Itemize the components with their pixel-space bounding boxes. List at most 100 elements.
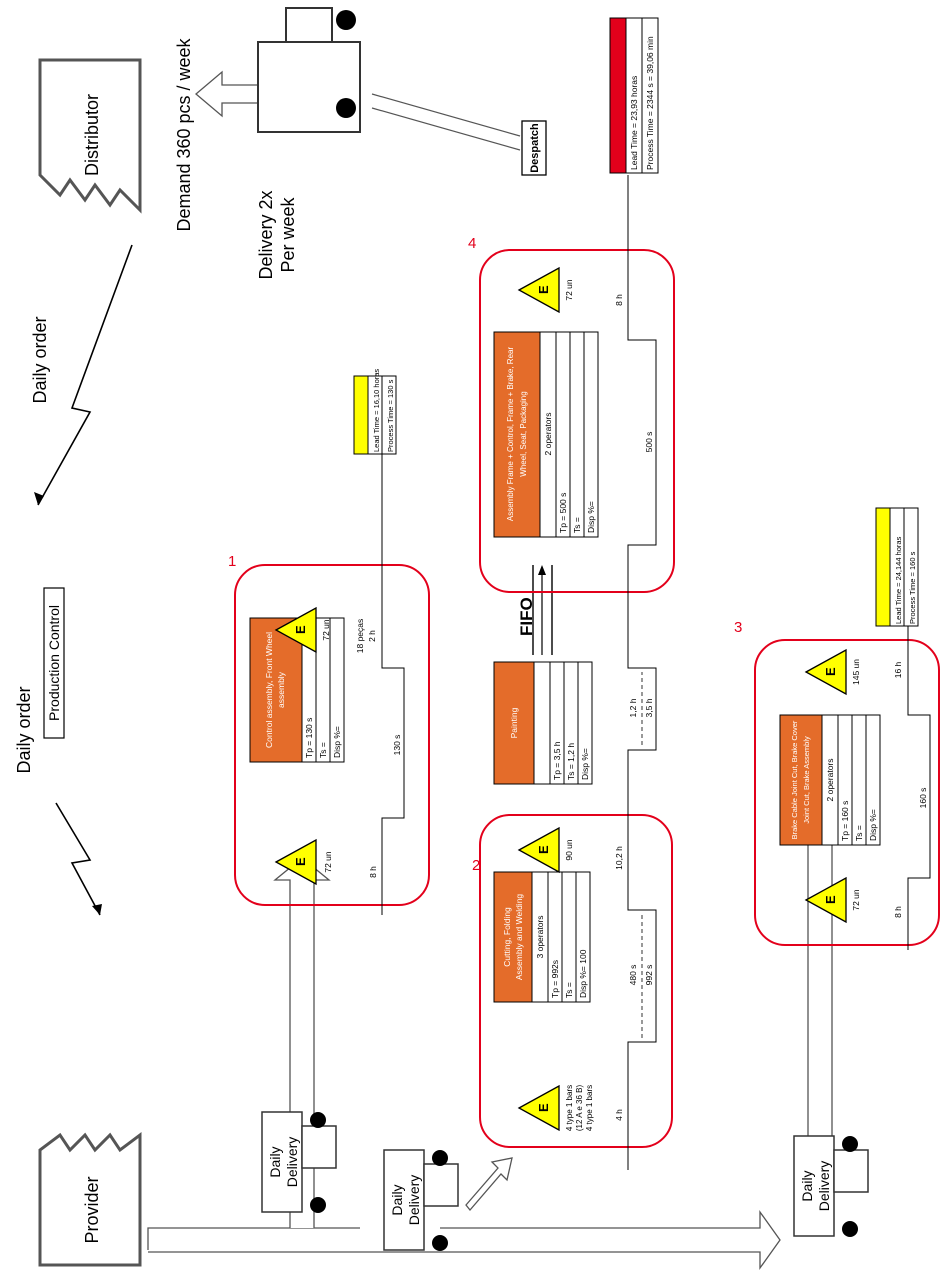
truck-2-line2: Delivery <box>406 1175 422 1226</box>
main-time-992s: 992 s <box>644 965 654 986</box>
inventory-symbol: E <box>823 667 838 676</box>
process-1-note-time: 2 h <box>367 630 377 642</box>
process-1-note-qty: 18 peças <box>355 619 365 654</box>
inventory-symbol: E <box>536 1103 551 1112</box>
p1-lead-time: Lead Time = 16,10 horas <box>372 369 381 452</box>
daily-order-left-label: Daily order <box>14 686 34 773</box>
process-4-title-line2: Wheel, Seat, Packaging <box>519 391 528 476</box>
p2-inv-before-3: 4 type 1 bars <box>585 1085 594 1131</box>
process-4-disp: Disp %= <box>586 501 596 533</box>
daily-delivery-truck-3: Daily Delivery <box>793 1135 869 1237</box>
process-3-inventory-before: E 72 un <box>805 877 861 923</box>
distributor-label: Distributor <box>82 94 102 176</box>
p3-time-16h: 16 h <box>893 661 903 678</box>
painting-tp: Tp = 3,5 h <box>552 741 562 780</box>
process-1-inv-after-qty: 72 un <box>321 619 331 641</box>
p3-summary-box: Lead Time = 24,144 horas Process Time = … <box>875 507 919 627</box>
truck-3-line2: Delivery <box>816 1161 832 1212</box>
inventory-symbol: E <box>293 625 308 634</box>
process-2-disp: Disp %= 100 <box>578 949 588 998</box>
process-1-inventory-after: E 72 un <box>275 607 331 653</box>
distributor-factory-icon <box>38 58 142 214</box>
fifo-lane: FIFO <box>517 565 553 655</box>
delivery-frequency-line2: Per week <box>278 196 298 272</box>
process-4-kaizen-outline <box>479 249 675 593</box>
p1-summary-box: Lead Time = 16,10 horas Process Time = 1… <box>353 369 397 455</box>
process-1-disp: Disp %= <box>332 726 342 758</box>
process-4-inventory-after: E 72 un <box>518 267 574 313</box>
main-time-480s: 480 s <box>628 965 638 986</box>
p1-time-130s: 130 s <box>392 735 402 756</box>
process-3-operators: 2 operators <box>825 759 835 802</box>
truck-3-line1: Daily <box>799 1170 815 1201</box>
process-3-box: Brake Cable Joint Cut, Brake Cover Joint… <box>779 714 881 846</box>
process-4-tp: Tp = 500 s <box>558 493 568 533</box>
process-2-title-line1: Cutting, Folding <box>502 907 512 967</box>
p1-time-8h: 8 h <box>368 866 378 878</box>
p2-inv-before-2: (12 A e 36 B) <box>575 1085 584 1132</box>
process-2-kaizen-outline <box>479 814 673 1148</box>
process-4-number: 4 <box>468 235 476 252</box>
process-3-kaizen-outline <box>754 639 940 946</box>
process-1-timeline <box>381 453 405 915</box>
painting-title: Painting <box>509 707 519 738</box>
process-1-title-line1: Control assembly, Front Wheel <box>264 632 274 748</box>
p3-lead-time: Lead Time = 24,144 horas <box>894 536 903 624</box>
production-control-label: Production Control <box>46 605 62 721</box>
shipment-arrow-process2 <box>465 1157 513 1212</box>
provider-label: Provider <box>82 1176 102 1243</box>
p2-inv-after-qty: 90 un <box>564 839 574 861</box>
main-time-1-2h: 1,2 h <box>628 698 638 717</box>
provider-shipment-arrow <box>147 1209 781 1271</box>
process-4-title-line1: Assembly Frame + Control, Frame + Brake,… <box>506 347 515 522</box>
process-4-operators: 2 operators <box>543 413 553 456</box>
process-3-ts: Ts = <box>854 825 864 841</box>
daily-order-left-lightning <box>55 802 101 916</box>
production-control-box: Production Control <box>43 587 65 739</box>
process-1-title-line2: assembly <box>276 671 286 708</box>
daily-order-top-label: Daily order <box>30 316 50 403</box>
process-2-title-line2: Assembly and Welding <box>514 894 524 981</box>
process-2-box: Cutting, Folding Assembly and Welding 3 … <box>493 871 591 1003</box>
process-3-inventory-after: E 145 un <box>805 649 861 695</box>
shipment-arrow-distributor <box>194 70 259 118</box>
process-2-ts: Ts = <box>564 982 574 998</box>
truck-1-line2: Delivery <box>284 1137 300 1188</box>
process-2-inventory-after: E 90 un <box>518 827 574 873</box>
p1-process-time: Process Time = 130 s <box>386 379 395 452</box>
p3-time-160s: 160 s <box>918 788 928 809</box>
p4-inv-after-qty: 72 un <box>564 279 574 301</box>
process-4-box: Assembly Frame + Control, Frame + Brake,… <box>493 331 599 538</box>
main-timeline <box>627 175 657 1170</box>
truck-1-line1: Daily <box>267 1146 283 1177</box>
main-time-3-5h: 3,5 h <box>644 698 654 717</box>
inventory-symbol: E <box>536 845 551 854</box>
process-3-tp: Tp = 160 s <box>840 801 850 841</box>
despatch-label: Despatch <box>529 123 541 173</box>
process-1-box: Control assembly, Front Wheel assembly T… <box>249 617 345 763</box>
process-2-operators: 3 operators <box>535 916 545 959</box>
process-3-title-line1: Brake Cable Joint Cut, Brake Cover <box>790 720 799 839</box>
process-1-ts: Ts = <box>318 742 328 758</box>
painting-box: Painting Tp = 3,5 h Ts = 1,2 h Disp %= <box>493 661 593 785</box>
painting-ts: Ts = 1,2 h <box>566 743 576 780</box>
main-process-time: Process Time = 2344 s = 39,06 min <box>645 36 655 170</box>
process-3-timeline <box>907 626 931 950</box>
daily-order-top-lightning <box>37 244 133 506</box>
process-2-tp: Tp = 992s <box>550 960 560 998</box>
demand-label: Demand 360 pcs / week <box>174 37 194 231</box>
p3-inv-after-qty: 145 un <box>851 659 861 685</box>
main-time-4h: 4 h <box>614 1109 624 1121</box>
process-1-inv-before-qty: 72 un <box>323 851 333 873</box>
process-1-kaizen-outline <box>234 564 430 906</box>
inventory-symbol: E <box>293 857 308 866</box>
process-2-number: 2 <box>472 857 480 874</box>
daily-delivery-truck-2: Daily Delivery <box>383 1149 459 1251</box>
main-summary-box: Lead Time = 23,93 horas Process Time = 2… <box>609 17 659 174</box>
process-1-number: 1 <box>228 553 236 570</box>
painting-disp: Disp %= <box>580 748 590 780</box>
inventory-symbol: E <box>536 285 551 294</box>
process-3-title-line2: Joint Cut, Brake Assembly <box>802 736 811 824</box>
process-4-ts: Ts = <box>572 517 582 533</box>
